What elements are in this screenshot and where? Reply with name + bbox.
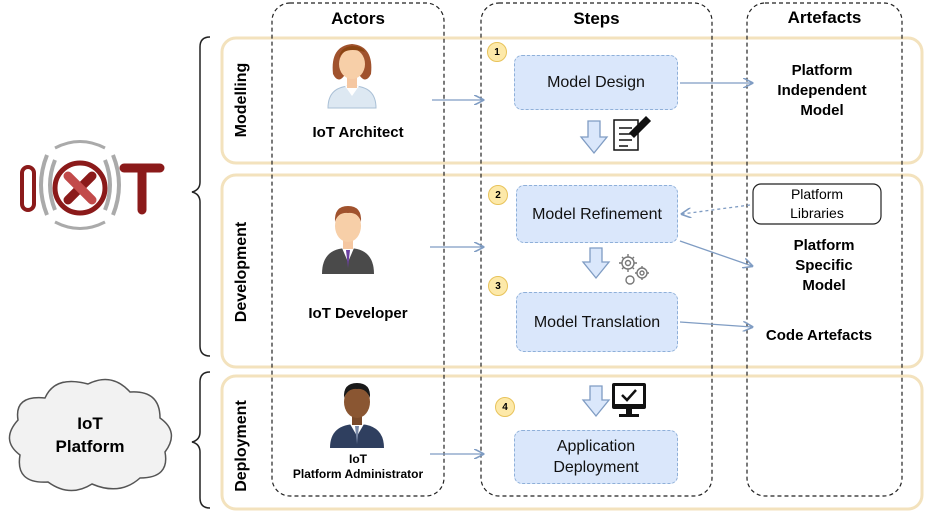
artefact-code: Code Artefacts bbox=[765, 327, 873, 344]
pim-line2: Independent bbox=[777, 82, 867, 99]
female-architect-avatar bbox=[327, 44, 377, 109]
step-model-design: Model Design bbox=[514, 55, 678, 110]
libs-line2: Libraries bbox=[790, 205, 844, 221]
cloud-label-line2: Platform bbox=[55, 437, 125, 456]
actor-admin-label: IoT Platform Administrator bbox=[272, 452, 444, 482]
gears-icon bbox=[619, 254, 649, 285]
arrow-step3-to-code bbox=[679, 322, 752, 327]
step-number-1: 1 bbox=[487, 42, 507, 62]
psm-line3: Model bbox=[802, 277, 846, 294]
cloud-label: IoT Platform bbox=[40, 412, 140, 458]
cloud-label-line1: IoT bbox=[77, 414, 103, 433]
step4-line2: Deployment bbox=[553, 459, 639, 476]
steps-column-frame bbox=[480, 2, 713, 497]
down-arrow-icon bbox=[579, 120, 611, 418]
psm-line1: Platform bbox=[793, 237, 855, 254]
actors-column-frame bbox=[271, 2, 445, 497]
step-model-refinement: Model Refinement bbox=[516, 185, 678, 243]
brace-lower bbox=[191, 371, 211, 509]
male-developer-avatar bbox=[322, 206, 374, 274]
iot-logo bbox=[20, 140, 165, 230]
brace-upper bbox=[191, 36, 211, 357]
band-modelling-frame bbox=[220, 36, 924, 165]
pim-line1: Platform bbox=[791, 62, 853, 79]
platform-administrator-avatar bbox=[330, 383, 384, 448]
psm-line2: Specific bbox=[795, 257, 853, 274]
actor-admin-label-line1: IoT bbox=[349, 452, 367, 466]
step-application-deployment: Application Deployment bbox=[514, 430, 678, 484]
band-label-modelling: Modelling bbox=[233, 62, 250, 138]
step-model-translation: Model Translation bbox=[516, 292, 678, 352]
platform-libraries-box bbox=[752, 183, 882, 225]
monitor-check-icon bbox=[612, 383, 646, 417]
band-label-development: Development bbox=[233, 221, 250, 323]
artefact-pim: Platform Independent Model bbox=[752, 61, 892, 121]
band-deployment-frame bbox=[220, 374, 924, 511]
libs-line1: Platform bbox=[790, 186, 844, 202]
document-edit-icon bbox=[613, 115, 652, 151]
artefact-platform-libraries: Platform Libraries bbox=[753, 185, 881, 223]
steps-column-title: Steps bbox=[573, 9, 620, 28]
band-label-deployment: Deployment bbox=[233, 400, 250, 492]
actor-architect-label: IoT Architect bbox=[312, 124, 404, 141]
step-number-3: 3 bbox=[488, 276, 508, 296]
step-number-2: 2 bbox=[488, 185, 508, 205]
band-development-frame bbox=[220, 173, 924, 369]
step-number-4: 4 bbox=[495, 397, 515, 417]
arrow-libraries-to-step2 bbox=[682, 204, 751, 214]
cloud-shape bbox=[8, 378, 173, 492]
arrow-step2-to-psm bbox=[679, 240, 752, 266]
step4-line1: Application bbox=[556, 438, 636, 455]
artefacts-column-title: Artefacts bbox=[787, 8, 862, 27]
pim-line3: Model bbox=[800, 102, 844, 119]
actor-admin-label-line2: Platform Administrator bbox=[292, 467, 424, 481]
actors-column-title: Actors bbox=[331, 9, 385, 28]
artefacts-column-frame bbox=[746, 2, 903, 497]
actor-developer-label: IoT Developer bbox=[308, 305, 408, 322]
artefact-psm: Platform Specific Model bbox=[754, 236, 894, 296]
